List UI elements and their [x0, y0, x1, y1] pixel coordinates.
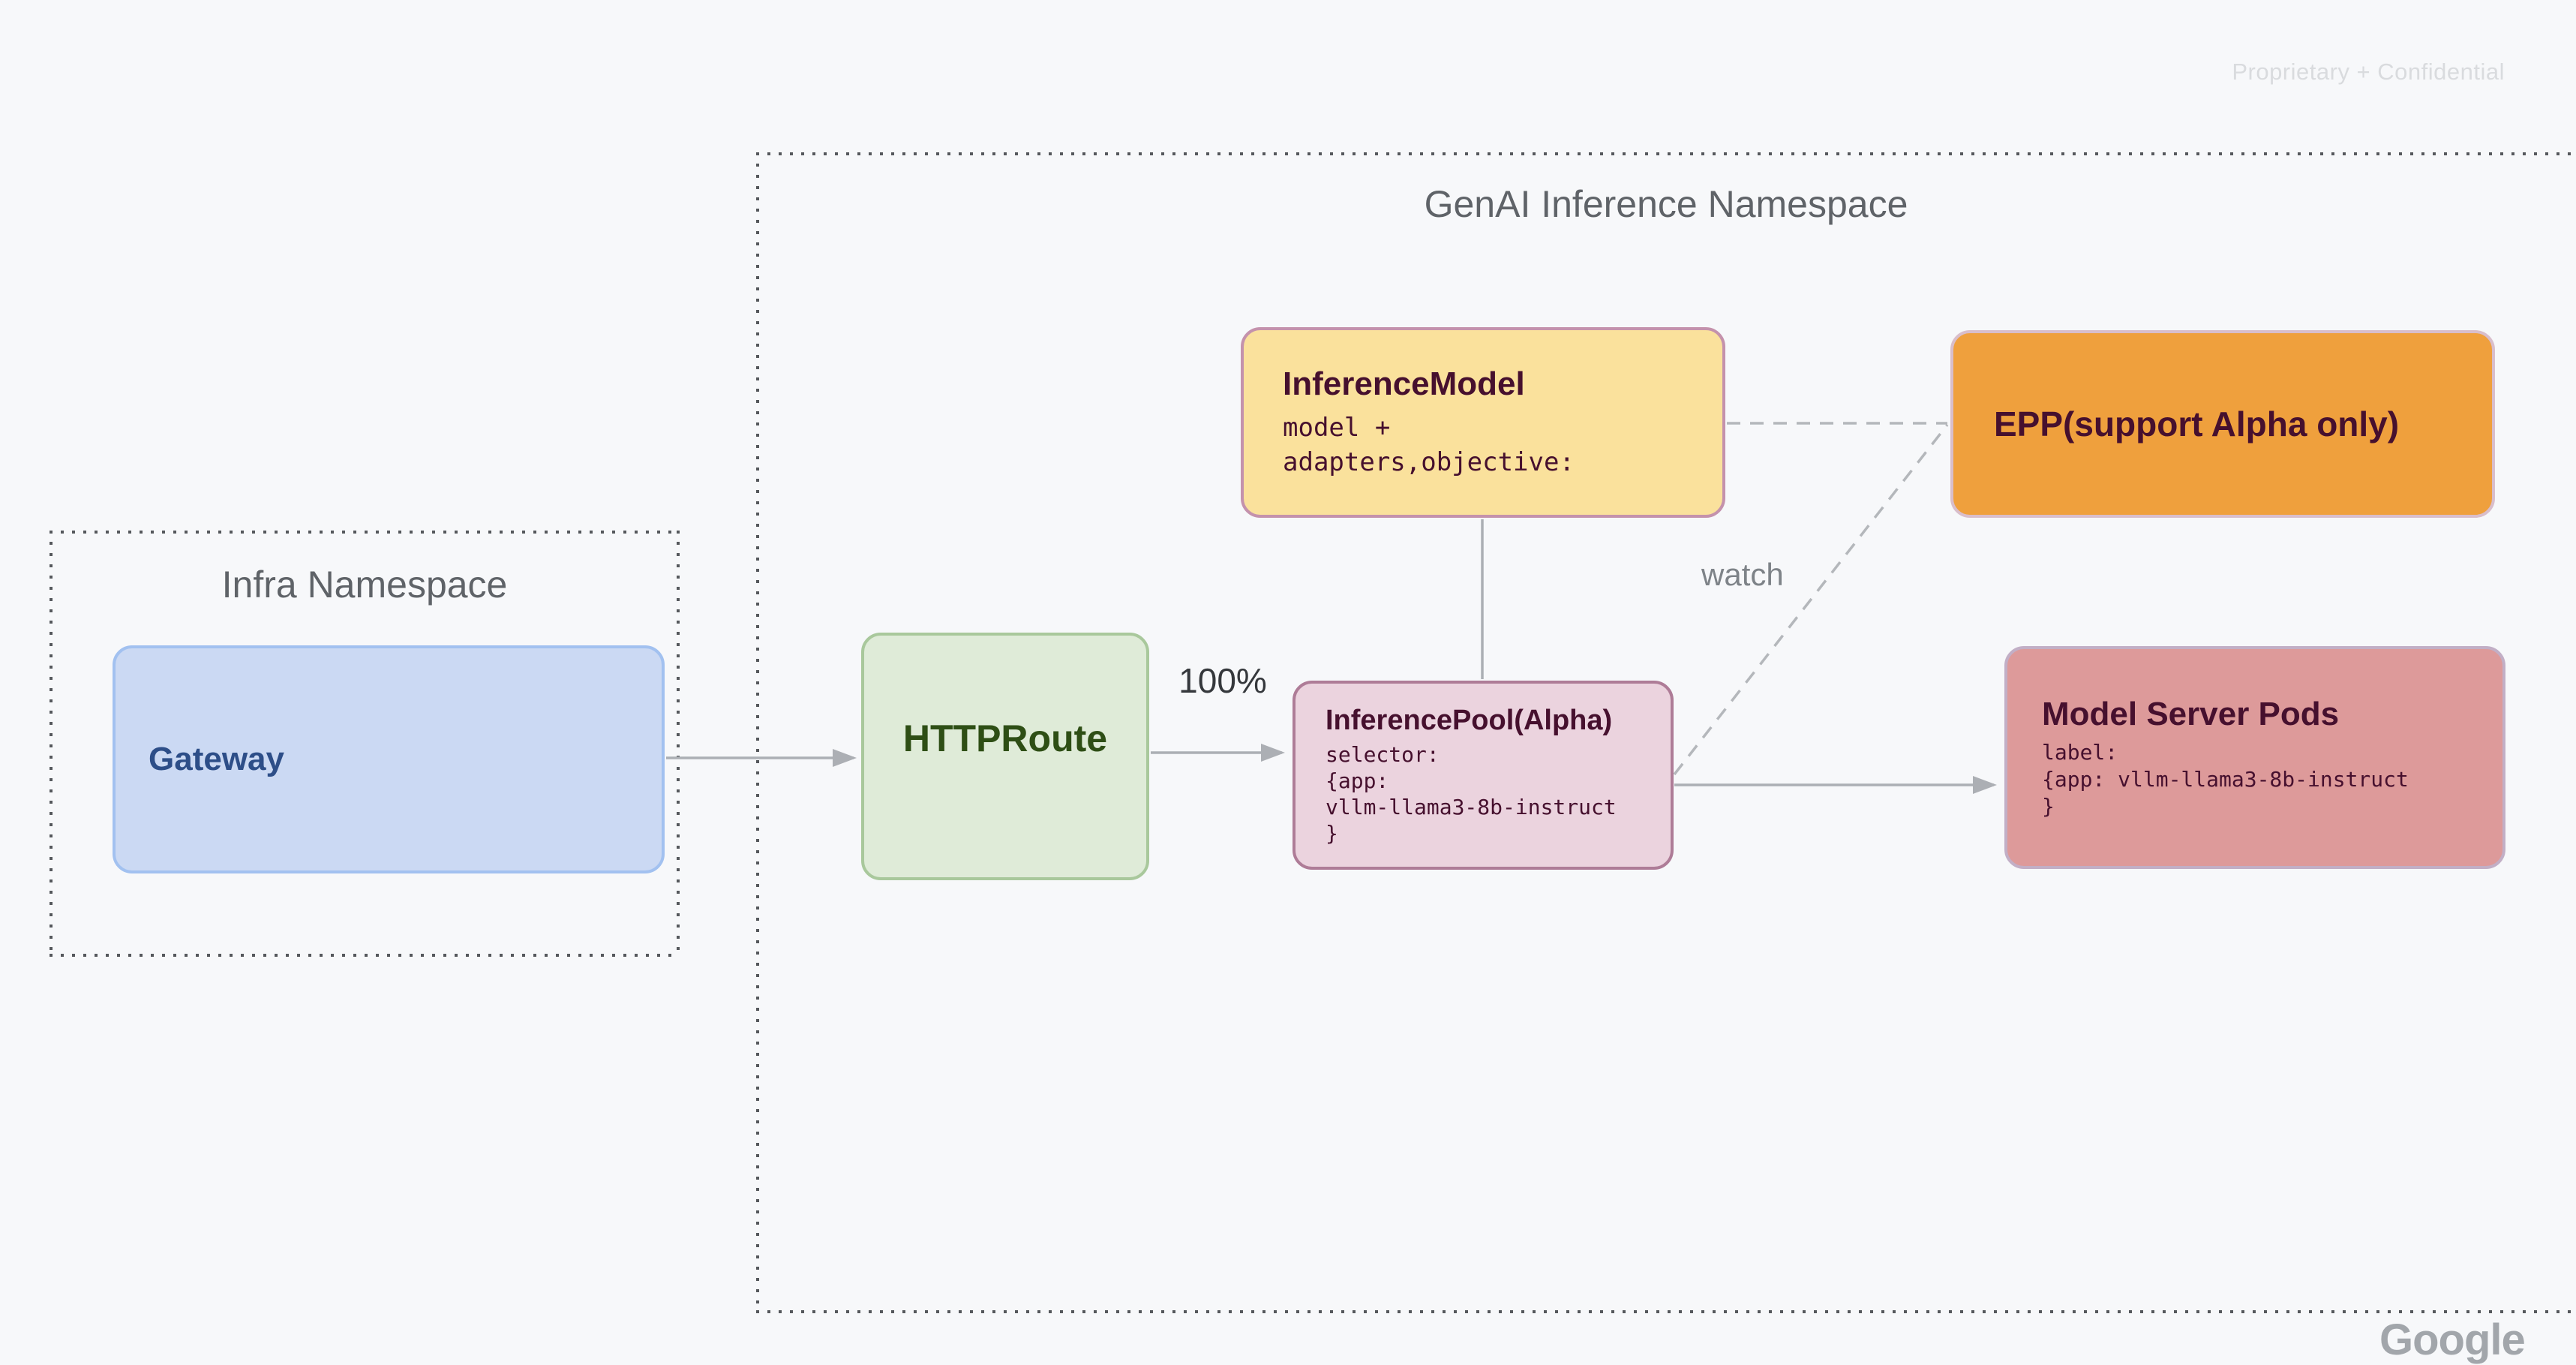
model-server-pods-node: Model Server Pods label: {app: vllm-llam…	[2004, 646, 2505, 869]
genai-inference-namespace-title: GenAI Inference Namespace	[1424, 183, 1908, 225]
gateway-node-title: Gateway	[149, 741, 284, 777]
google-logo-partial: Google	[2379, 1315, 2526, 1364]
epp-node-title: EPP(support Alpha only)	[1994, 404, 2400, 443]
httproute-node: HTTPRoute	[861, 633, 1149, 880]
model-server-pods-spec-line: }	[2042, 793, 2055, 819]
watch-edge-label: watch	[1701, 557, 1784, 592]
inference-model-node: InferenceModel model + adapters,objectiv…	[1241, 327, 1725, 518]
inference-pool-spec-line: vllm-llama3-8b-instruct	[1326, 794, 1617, 819]
inference-pool-node-title: InferencePool(Alpha)	[1326, 704, 1613, 736]
inference-model-node-title: InferenceModel	[1283, 365, 1525, 402]
traffic-weight-label: 100%	[1178, 661, 1267, 700]
confidentiality-watermark: Proprietary + Confidential	[2232, 59, 2505, 85]
inference-model-spec-line: adapters,objective:	[1283, 447, 1575, 477]
httproute-node-title: HTTPRoute	[902, 717, 1108, 759]
inference-pool-spec-line: selector:	[1326, 741, 1440, 767]
inference-model-spec-line: model +	[1283, 413, 1391, 443]
inference-pool-node: InferencePool(Alpha) selector: {app: vll…	[1293, 681, 1674, 870]
model-server-pods-node-title: Model Server Pods	[2042, 695, 2340, 732]
gateway-node: Gateway	[113, 645, 665, 873]
inference-pool-spec-line: {app:	[1326, 768, 1389, 793]
infra-namespace-title: Infra Namespace	[221, 564, 508, 606]
model-server-pods-spec-line: label:	[2042, 739, 2118, 765]
inference-pool-spec-line: }	[1326, 820, 1338, 846]
epp-node: EPP(support Alpha only)	[1950, 330, 2495, 518]
model-server-pods-spec-line: {app: vllm-llama3-8b-instruct	[2042, 766, 2409, 792]
